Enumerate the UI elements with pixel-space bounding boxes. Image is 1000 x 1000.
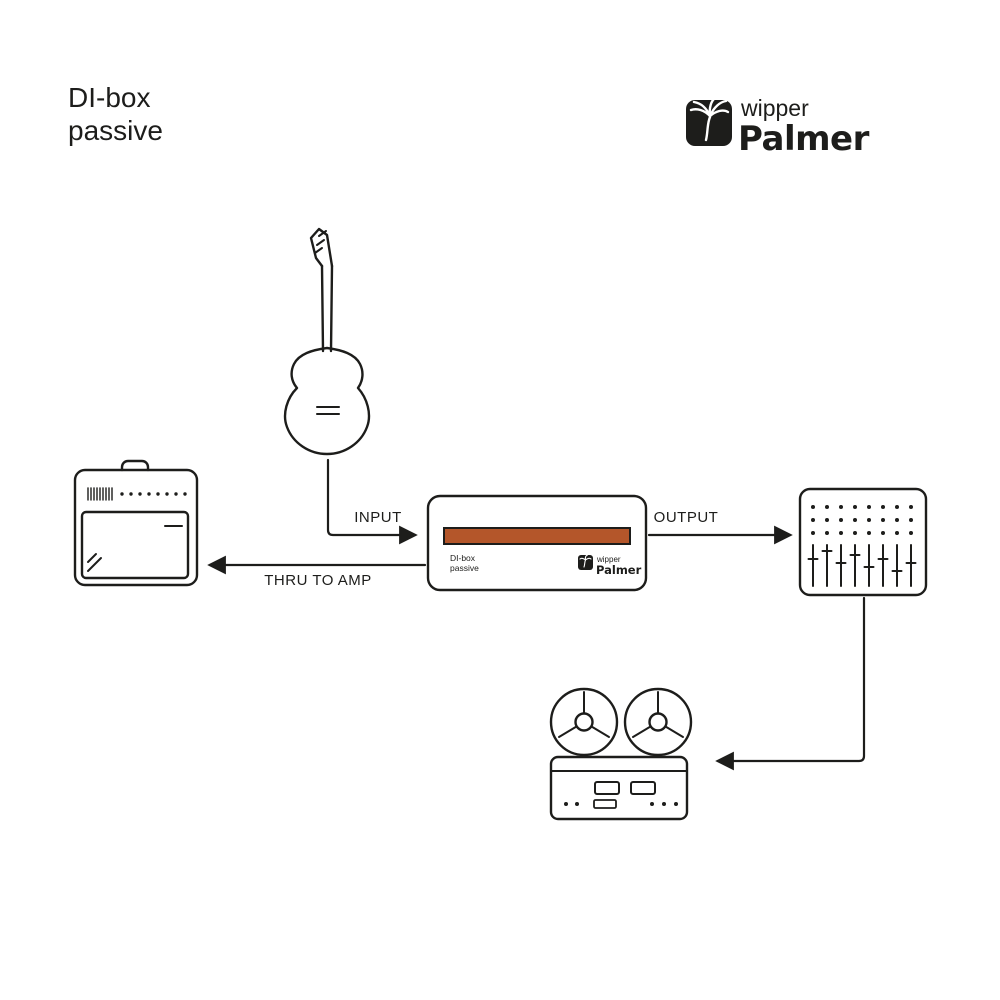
tape-button (630, 781, 656, 795)
amp-illustration (73, 459, 199, 587)
mixer-illustration (798, 487, 928, 597)
mixer-knob-dots (811, 505, 913, 535)
mixer-to-tape-arrow (715, 596, 866, 771)
amp-handle (120, 459, 150, 472)
guitar-to-dibox-arrow (326, 458, 418, 545)
tape-right-reel (623, 687, 693, 757)
brand-logo: wipper Palmer (686, 95, 870, 159)
mixer-faders (807, 544, 917, 587)
input-label: INPUT (354, 509, 402, 526)
mini-logo-brand-text: Palmer (596, 563, 642, 577)
mini-logo-wipper-text: wipper (596, 555, 621, 564)
amp-grille (80, 510, 190, 580)
di-box-label-line1: DI-box (450, 553, 476, 563)
di-box-accent-stripe (443, 527, 631, 545)
output-label: OUTPUT (654, 509, 719, 526)
guitar-illustration (283, 227, 371, 456)
page-title-line2: passive (68, 115, 163, 146)
palm-tree-glyph (689, 96, 730, 142)
tape-controls-row (564, 802, 678, 806)
thru-to-amp-label: THRU TO AMP (264, 572, 371, 589)
di-box-label-line2: passive (450, 563, 479, 573)
amp-control-slits (87, 487, 113, 501)
page-title-line1: DI-box (68, 82, 150, 113)
tape-counter (593, 799, 617, 809)
tape-left-reel (549, 687, 619, 757)
tape-recorder-illustration (549, 687, 693, 821)
di-box-mini-logo: wipper Palmer (578, 554, 642, 577)
tape-button (594, 781, 620, 795)
amp-knobs (120, 492, 187, 496)
logo-brand-text: Palmer (738, 119, 870, 159)
di-box-illustration: DI-box passive wipper Palmer (426, 494, 648, 592)
logo-wipper-text: wipper (740, 95, 809, 121)
signal-connections (207, 458, 866, 771)
